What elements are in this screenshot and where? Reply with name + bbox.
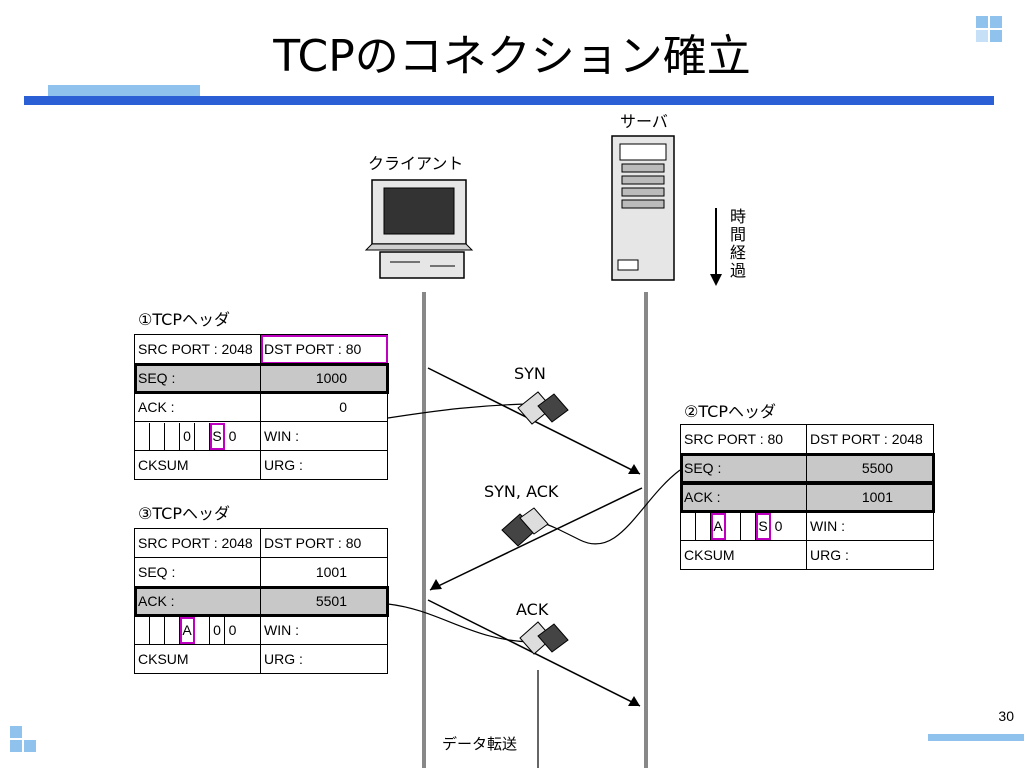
server-icon bbox=[611, 135, 675, 281]
flag: 0 bbox=[228, 427, 237, 444]
ack-value: 1001 bbox=[806, 482, 934, 512]
syn-label: SYN bbox=[514, 364, 546, 383]
flag bbox=[696, 512, 711, 540]
corner-square bbox=[990, 30, 1002, 42]
title-rule bbox=[24, 96, 994, 105]
syn-flag: S bbox=[756, 512, 771, 540]
src-port: SRC PORT : 80 bbox=[680, 424, 807, 454]
src-port: SRC PORT : 2048 bbox=[134, 528, 261, 558]
header3-table: SRC PORT : 2048 DST PORT : 80 SEQ : 1001… bbox=[133, 528, 389, 674]
dst-port: DST PORT : 80 bbox=[260, 334, 388, 364]
synack-packet-icon bbox=[501, 507, 549, 547]
flag bbox=[741, 512, 756, 540]
ack-flag: A bbox=[180, 616, 195, 644]
flag bbox=[165, 616, 180, 644]
server-label: サーバ bbox=[620, 112, 668, 131]
data-transfer-label: データ転送 bbox=[442, 735, 518, 753]
src-port: SRC PORT : 2048 bbox=[134, 334, 261, 364]
synack-arrow bbox=[429, 487, 643, 591]
seq-value: 1000 bbox=[260, 363, 388, 393]
flag: 0 bbox=[774, 517, 783, 534]
header3-title: ③TCPヘッダ bbox=[138, 504, 231, 523]
dst-port: DST PORT : 2048 bbox=[806, 424, 934, 454]
synack-label: SYN, ACK bbox=[484, 482, 559, 501]
flag bbox=[195, 616, 210, 644]
header2-title: ②TCPヘッダ bbox=[684, 402, 777, 421]
header1-table: SRC PORT : 2048 DST PORT : 80 SEQ : 1000… bbox=[133, 334, 389, 480]
corner-square bbox=[24, 740, 36, 752]
ack-packet-icon bbox=[519, 621, 569, 655]
header1-title: ①TCPヘッダ bbox=[138, 310, 231, 329]
corner-square bbox=[976, 16, 988, 28]
seq-label: SEQ : bbox=[134, 363, 261, 393]
seq-value: 1001 bbox=[260, 557, 388, 587]
footer-accent-bar bbox=[928, 734, 1024, 741]
ack-value: 0 bbox=[260, 392, 388, 422]
flag: 0 bbox=[228, 621, 237, 638]
flag bbox=[150, 422, 165, 450]
dst-port: DST PORT : 80 bbox=[260, 528, 388, 558]
flag bbox=[165, 422, 180, 450]
cksum-label: CKSUM bbox=[134, 644, 261, 674]
win-label: WIN : bbox=[806, 511, 934, 541]
cksum-label: CKSUM bbox=[680, 540, 807, 570]
ack-label: ACK : bbox=[134, 392, 261, 422]
syn-flag: S bbox=[210, 422, 225, 450]
flag: 0 bbox=[210, 616, 225, 644]
seq-label: SEQ : bbox=[680, 453, 807, 483]
win-label: WIN : bbox=[260, 615, 388, 645]
win-label: WIN : bbox=[260, 421, 388, 451]
flag bbox=[726, 512, 741, 540]
syn-packet-icon bbox=[517, 391, 569, 425]
urg-label: URG : bbox=[260, 450, 388, 480]
corner-square bbox=[10, 726, 22, 738]
client-computer-icon bbox=[364, 179, 474, 279]
page-number: 30 bbox=[998, 708, 1014, 724]
seq-value: 5500 bbox=[806, 453, 934, 483]
header2-table: SRC PORT : 80 DST PORT : 2048 SEQ : 5500… bbox=[679, 424, 935, 570]
title-accent-bar bbox=[48, 85, 200, 96]
ack-label: ACK : bbox=[680, 482, 807, 512]
ack-label: ACK : bbox=[134, 586, 261, 616]
flag bbox=[150, 616, 165, 644]
flag: 0 bbox=[180, 422, 195, 450]
corner-square bbox=[10, 740, 22, 752]
corner-square bbox=[976, 30, 988, 42]
time-label: 時間経過 bbox=[730, 207, 747, 280]
flag bbox=[195, 422, 210, 450]
corner-square bbox=[990, 16, 1002, 28]
urg-label: URG : bbox=[260, 644, 388, 674]
urg-label: URG : bbox=[806, 540, 934, 570]
cksum-label: CKSUM bbox=[134, 450, 261, 480]
ack-value: 5501 bbox=[260, 586, 388, 616]
flag bbox=[681, 512, 696, 540]
flag bbox=[135, 616, 150, 644]
ack-flag: A bbox=[711, 512, 726, 540]
slide-title: TCPのコネクション確立 bbox=[273, 31, 751, 82]
flag bbox=[135, 422, 150, 450]
seq-label: SEQ : bbox=[134, 557, 261, 587]
ack-label: ACK bbox=[516, 600, 549, 619]
client-label: クライアント bbox=[368, 154, 464, 173]
